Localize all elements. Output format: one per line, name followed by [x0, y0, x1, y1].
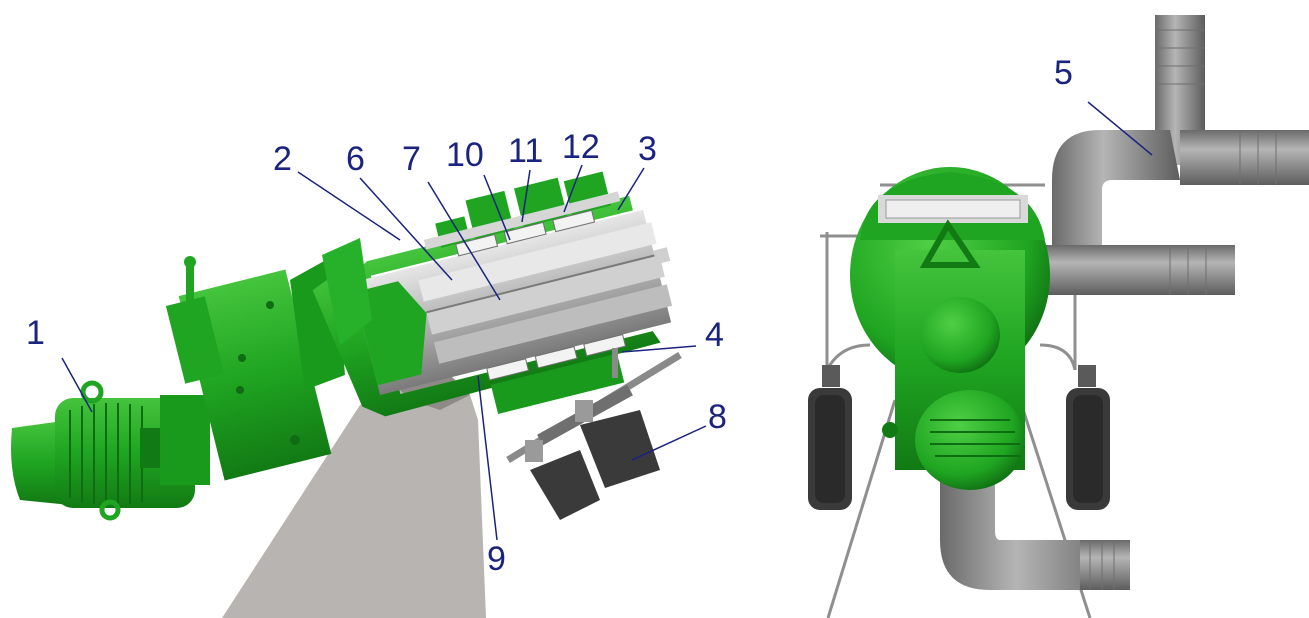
callout-4: 4 — [705, 316, 724, 354]
discharge-chute — [222, 370, 486, 618]
callout-8: 8 — [708, 398, 727, 436]
leader-line-10 — [483, 174, 511, 241]
callout-11: 11 — [508, 132, 543, 170]
screw-conveyor — [351, 209, 673, 396]
callout-3: 3 — [638, 130, 657, 168]
leader-line-2 — [297, 171, 401, 241]
lower-outlet-pipe — [940, 470, 1130, 590]
callout-10: 10 — [446, 136, 484, 174]
lifting-eye-icon — [80, 380, 104, 404]
callout-9: 9 — [487, 540, 506, 578]
leader-line-6 — [359, 177, 453, 281]
leader-line-3 — [617, 167, 645, 211]
electric-motor — [11, 380, 210, 521]
leader-line-5 — [1087, 101, 1153, 156]
inlet-pipe-system — [1030, 15, 1309, 295]
callout-7: 7 — [402, 140, 421, 178]
side-cutaway-view — [11, 171, 682, 618]
callout-2: 2 — [273, 140, 292, 178]
leader-line-9 — [477, 375, 498, 541]
counterweight-assembly — [506, 352, 682, 520]
leader-line-8 — [631, 425, 707, 461]
right-wheel — [1066, 365, 1110, 510]
callout-labels: 1 2 6 7 10 11 12 3 4 8 9 5 — [26, 54, 1073, 578]
inlet-cone — [322, 238, 372, 345]
leader-line-7 — [427, 181, 501, 301]
leader-line-1 — [61, 357, 93, 413]
gearbox — [165, 255, 345, 481]
callout-12: 12 — [562, 128, 600, 166]
leader-line-4 — [621, 345, 697, 353]
front-view — [808, 15, 1309, 618]
left-wheel — [808, 365, 852, 510]
leader-lines — [61, 101, 1153, 541]
callout-6: 6 — [346, 140, 365, 178]
leader-line-12 — [563, 164, 583, 213]
leader-line-11 — [521, 169, 531, 223]
lifting-eye-icon — [99, 499, 121, 521]
separator-front-body — [850, 167, 1050, 490]
callout-5: 5 — [1054, 54, 1073, 92]
callout-1: 1 — [26, 314, 45, 352]
